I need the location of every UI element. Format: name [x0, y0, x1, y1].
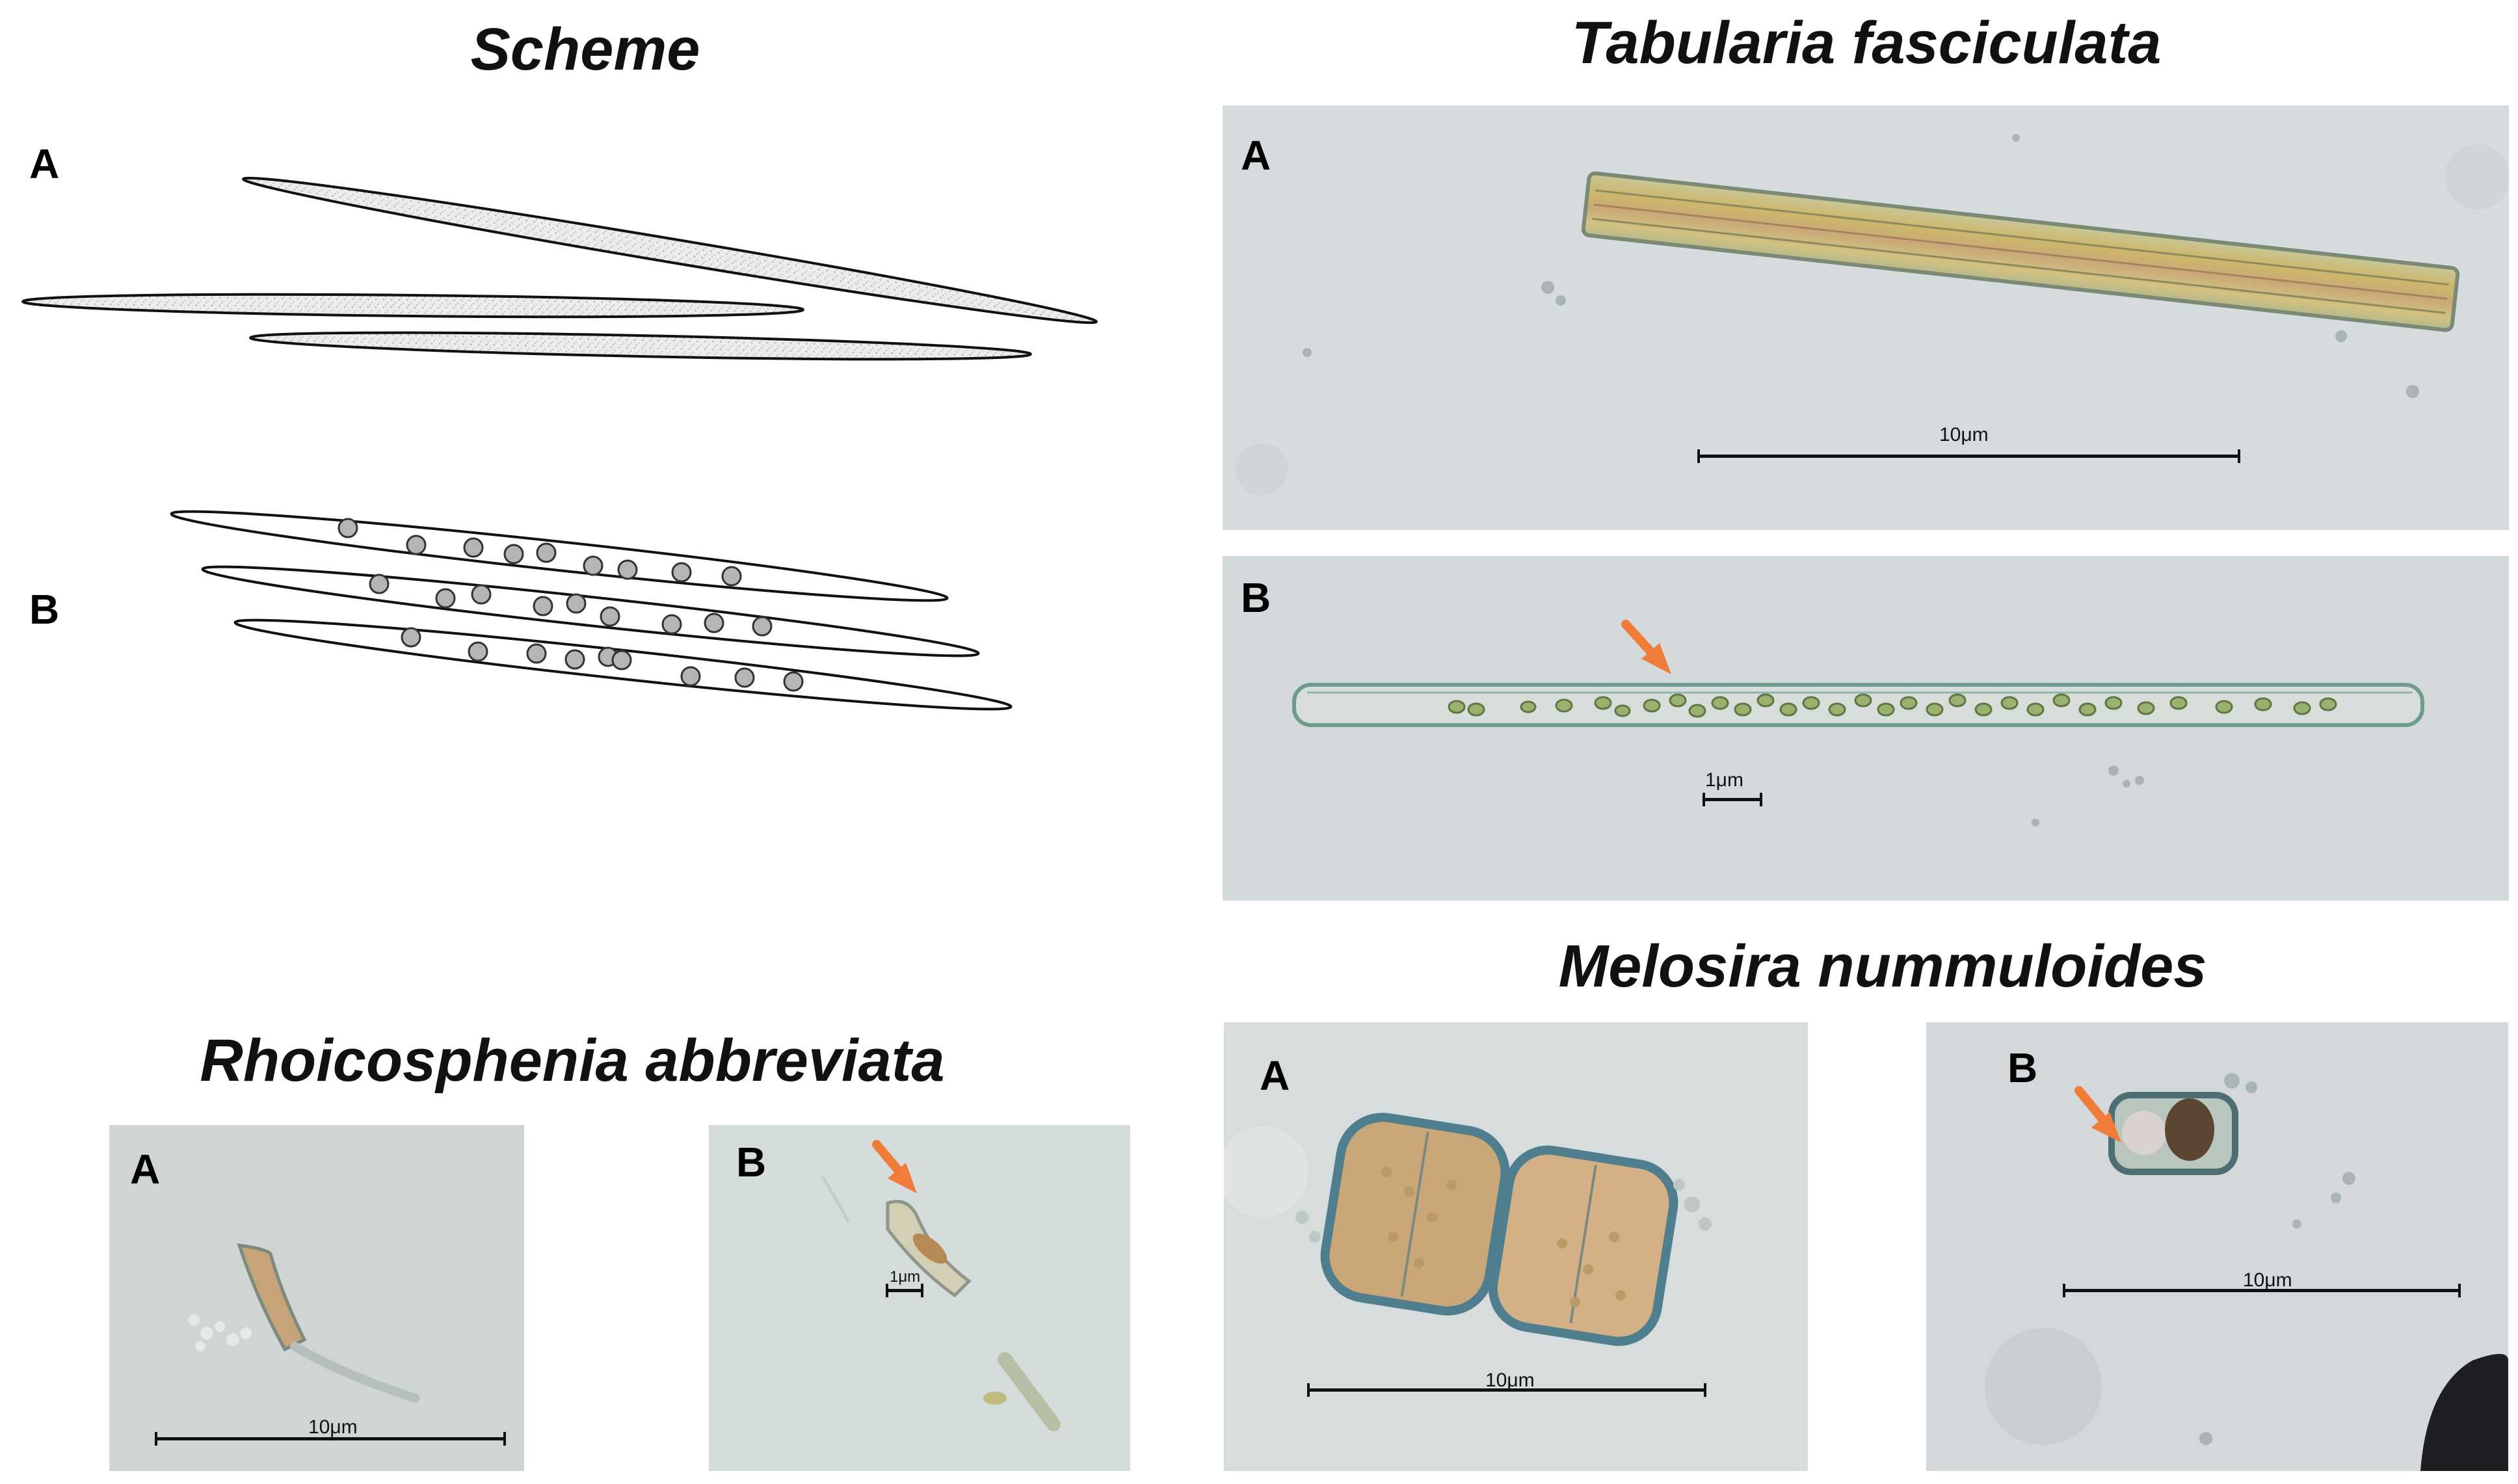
rhoicosphenia-a-scale-bar	[155, 1432, 506, 1446]
tabularia-b-scale-label: 1μm	[1705, 769, 1743, 791]
orange-arrow-icon	[2074, 1086, 2121, 1143]
melosira-a-label: A	[1260, 1052, 1290, 1099]
scheme-b-cells	[170, 510, 1013, 711]
scheme-a-cells	[21, 176, 1098, 361]
rhoicosphenia-b-scale-label: 1μm	[890, 1268, 921, 1286]
rhoicosphenia-a-scale-label: 10μm	[308, 1416, 358, 1438]
melosira-a-scale-bar	[1307, 1383, 1706, 1397]
tabularia-a-label: A	[1241, 132, 1271, 179]
tabularia-a-micrograph: A 10μm	[1223, 105, 2509, 530]
orange-arrow-icon	[1621, 620, 1671, 674]
rhoicosphenia-a-label: A	[130, 1146, 161, 1193]
scheme-diagram	[21, 176, 1098, 711]
melosira-b-micrograph: B 10μm	[1926, 1022, 2508, 1471]
melosira-b-scale-bar	[2063, 1284, 2461, 1297]
melosira-a-micrograph: A 10μm	[1224, 1022, 1808, 1471]
melosira-b-label: B	[2008, 1044, 2038, 1091]
tabularia-b-cell	[1292, 620, 2424, 827]
orange-arrow-icon	[872, 1140, 917, 1193]
melosira-b-cell	[1985, 1073, 2508, 1471]
tabularia-a-cell	[1236, 134, 2509, 496]
rhoicosphenia-title: Rhoicosphenia abbreviata	[200, 1027, 945, 1094]
melosira-a-scale-label: 10μm	[1485, 1370, 1535, 1391]
melosira-b-scale-label: 10μm	[2243, 1269, 2292, 1291]
tabularia-title: Tabularia fasciculata	[1571, 10, 2162, 76]
rhoicosphenia-b-cell	[821, 1140, 1061, 1431]
rhoicosphenia-a-cell	[188, 1243, 419, 1403]
tabularia-a-scale-bar	[1697, 449, 2240, 463]
tabularia-a-scale-label: 10μm	[1939, 424, 1989, 445]
tabularia-b-micrograph: B 1μm	[1223, 556, 2509, 901]
tabularia-b-scale-bar	[1703, 793, 1762, 806]
rhoicosphenia-b-label: B	[736, 1139, 767, 1186]
scheme-label-b: B	[29, 586, 60, 633]
rhoicosphenia-b-micrograph: B 1μm	[709, 1125, 1130, 1471]
tabularia-b-label: B	[1241, 574, 1271, 621]
rhoicosphenia-a-micrograph: A 10μm	[109, 1125, 524, 1471]
melosira-a-cell	[1224, 1113, 1712, 1346]
scheme-title: Scheme	[470, 16, 700, 83]
scheme-label-a: A	[29, 140, 60, 187]
melosira-title: Melosira nummuloides	[1558, 933, 2207, 1000]
rhoicosphenia-b-scale-bar	[886, 1284, 923, 1297]
